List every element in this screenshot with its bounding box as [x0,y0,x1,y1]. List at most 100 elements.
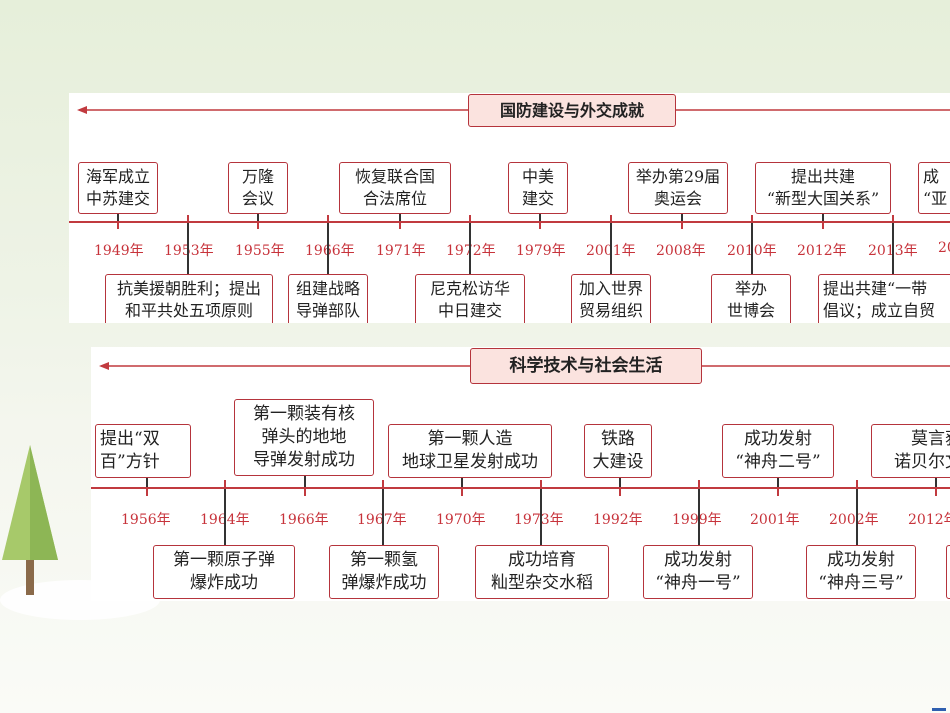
axis-tick [382,480,384,496]
event-box: 万隆 会议 [228,162,288,214]
panel-title: 科学技术与社会生活 [470,348,702,384]
timeline-axis [91,487,950,489]
axis-tick [698,480,700,496]
event-box: 海军成立 中苏建交 [78,162,158,214]
axis-tick [224,480,226,496]
axis-tick [681,215,683,229]
year-label: 2008年 [656,243,706,259]
event-box: 举办 世博会 [711,274,791,323]
axis-tick [461,480,463,496]
event-box: 成功发射 “神舟一号” [643,545,753,599]
event-box: 成功培育 籼型杂交水稻 [475,545,609,599]
tree-decoration [2,445,58,595]
axis-tick [935,480,937,496]
axis-tick [146,480,148,496]
panel-top-arrow [99,362,950,370]
event-box: 举办第29届 奥运会 [628,162,728,214]
axis-tick [777,480,779,496]
axis-tick [469,215,471,229]
event-connector [117,210,119,221]
axis-tick [187,215,189,229]
event-box: 中美 建交 [508,162,568,214]
event-connector [539,210,541,221]
axis-tick [327,215,329,229]
event-connector [935,475,937,487]
slide-corner-mark [932,708,946,711]
year-label: 1966年 [279,512,329,528]
axis-tick [822,215,824,229]
event-box: 第一颗原子弹 爆炸成功 [153,545,295,599]
year-label: 1967年 [357,509,407,529]
event-box: 莫言获 诺贝尔文 [871,424,950,478]
event-connector [698,489,700,545]
axis-tick [257,215,259,229]
event-connector [399,210,401,221]
axis-tick [539,215,541,229]
year-label: 1992年 [593,512,643,528]
event-connector [619,475,621,487]
year-label: 1999年 [672,512,722,528]
event-connector [777,475,779,487]
event-connector [822,210,824,221]
event-connector [892,223,894,275]
event-box: 提出“双 百”方针 [95,424,191,478]
axis-tick [540,480,542,496]
event-box: 成功发射 “神舟二号” [722,424,834,478]
year-label: 2002年 [829,512,879,528]
year-label: 1966年 [305,243,355,259]
axis-tick [399,215,401,229]
event-connector [257,210,259,221]
event-box: 提出共建 “新型大国关系” [755,162,891,214]
event-connector [856,489,858,545]
event-connector [681,210,683,221]
year-label: 1970年 [436,512,486,528]
year-label: 1949年 [94,243,144,259]
event-connector [224,489,226,545]
science-timeline-panel: 科学技术与社会生活 1956年 1964年 1966年 1967年 1970年 … [91,347,950,601]
event-box: 第一颗装有核 弹头的地地 导弹发射成功 [234,399,374,476]
event-connector [469,223,471,275]
year-label: 1955年 [235,243,285,259]
event-box: 第一颗氢 弹爆炸成功 [329,545,439,599]
axis-tick [610,215,612,229]
event-connector [751,223,753,275]
event-box: 铁路 大建设 [584,424,652,478]
axis-tick [751,215,753,229]
year-label: 1972年 [446,243,496,259]
axis-tick [117,215,119,229]
event-connector [304,475,306,487]
event-connector [461,475,463,487]
event-box-partial [946,545,950,599]
event-box: 成功发射 “神舟三号” [806,545,916,599]
event-box: 成 “亚 [918,162,950,214]
year-label: 2001年 [750,512,800,528]
event-connector [382,489,384,545]
axis-tick [856,480,858,496]
event-box: 恢复联合国 合法席位 [339,162,451,214]
event-connector [610,223,612,275]
year-label: 1973年 [514,512,564,528]
year-label: 20 [938,240,950,256]
event-connector [327,223,329,275]
event-box: 加入世界 贸易组织 [571,274,651,323]
panel-title: 国防建设与外交成就 [468,94,676,127]
year-label: 1971年 [376,243,426,259]
event-box: 第一颗人造 地球卫星发射成功 [388,424,552,478]
timeline-axis [69,221,950,223]
event-connector [146,475,148,487]
axis-tick [304,480,306,496]
year-label: 1956年 [121,512,171,528]
event-connector [540,489,542,545]
event-box: 尼克松访华 中日建交 [415,274,525,323]
axis-tick [892,215,894,229]
panel-top-arrow [77,106,950,114]
year-label: 1953年 [164,243,214,259]
axis-tick [619,480,621,496]
year-label: 2012年 [797,243,847,259]
event-box: 提出共建“一带 倡议；成立自贸 [818,274,950,323]
diplomacy-timeline-panel: 国防建设与外交成就 1949年 1953年 1955年 1966年 1971年 … [69,93,950,323]
event-box: 抗美援朝胜利；提出 和平共处五项原则 [105,274,273,323]
year-label: 2012年 [908,512,950,528]
event-connector [187,223,189,275]
year-label: 1979年 [516,243,566,259]
